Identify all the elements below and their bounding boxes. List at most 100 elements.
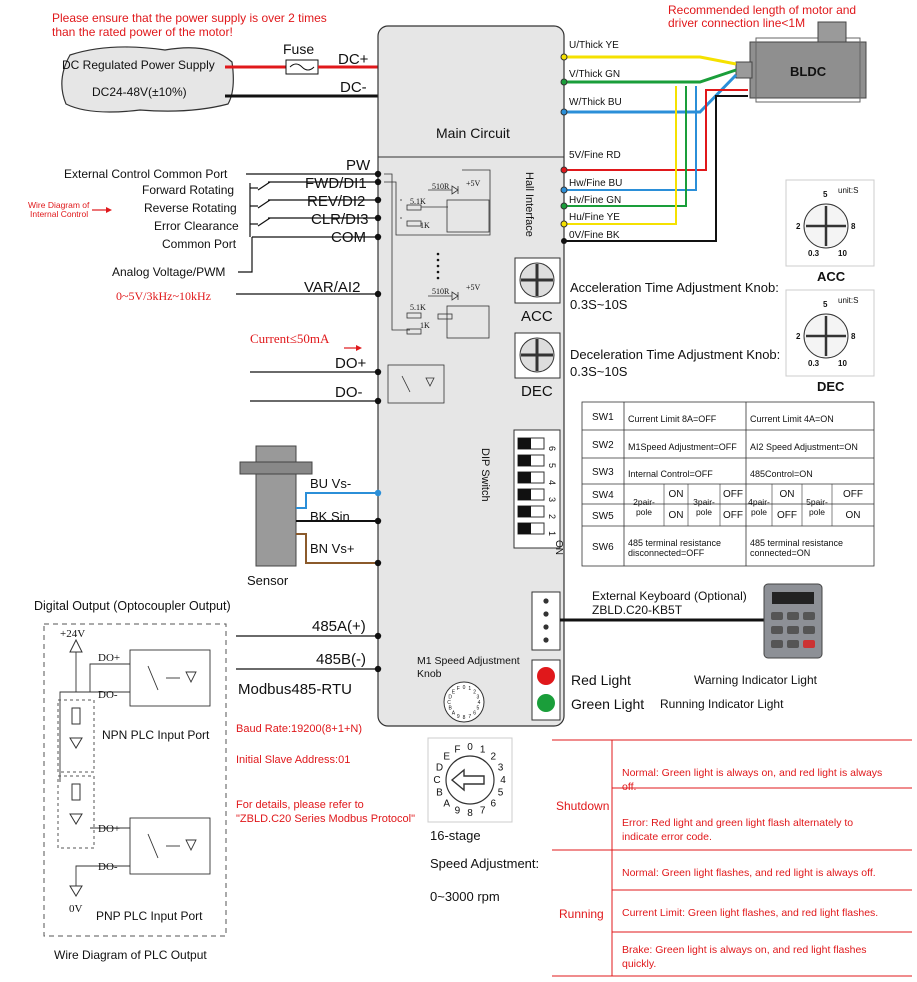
m1-knob-digit: 8: [463, 715, 466, 721]
m1-dial-digit: E: [443, 752, 450, 763]
acc-range: 0.3S~10S: [570, 297, 628, 312]
terminal-0v: [561, 238, 567, 244]
hall-wire-hw: [564, 86, 697, 191]
hall-wire-hu-label: Hu/Fine YE: [569, 212, 620, 223]
pin-485b: [374, 665, 382, 673]
analog-return-wire: [238, 237, 253, 273]
terminal-fwd-label: FWD/DI1: [305, 175, 367, 192]
sw-on-cell: ON: [780, 489, 795, 500]
do-opto-transistor: [401, 375, 411, 393]
motor-wire-v: [564, 68, 737, 84]
internal-dots: [436, 252, 440, 280]
dip-lever: [518, 489, 531, 500]
do-optocoupler: [387, 364, 445, 404]
m1-dial-digit: 0: [467, 742, 473, 753]
motor-wire-u: [564, 55, 737, 66]
dec-range: 0.3S~10S: [570, 364, 628, 379]
sensor-wire-bu: [296, 492, 378, 509]
m1-dial-digit: B: [436, 788, 443, 799]
dec-dial-mark-5: 5: [823, 300, 828, 309]
motor-label: BLDC: [790, 64, 827, 79]
plc-24v-label: +24V: [60, 628, 85, 640]
m1-dial-arrow-icon: [450, 768, 485, 792]
power-warning-line1: Please ensure that the power supply is o…: [52, 11, 327, 25]
motor-wire-u-label: U/Thick YE: [569, 40, 619, 51]
pin-bk: [374, 517, 382, 525]
slave-address: Initial Slave Address:01: [236, 754, 350, 766]
sensor-bk-label: BK Sin: [310, 509, 350, 524]
motor-note-line2: driver connection line<1M: [668, 16, 805, 30]
fuse-label: Fuse: [283, 41, 314, 57]
acc-knob-label: ACC: [521, 308, 553, 325]
dec-dial-mark-8: 8: [851, 332, 856, 341]
m1-speed-knob[interactable]: [443, 681, 485, 723]
sw-on-setting: Current Limit 4A=ON: [750, 414, 834, 424]
hall-wire-hw-label: Hw/Fine BU: [569, 178, 622, 189]
pin-pw: [374, 170, 382, 178]
internal-input-schematic: [384, 169, 491, 339]
m1-speed-range: 0~3000 rpm: [430, 889, 500, 904]
m1-speed-label: Speed Adjustment:: [430, 856, 539, 871]
plc-output-title: Digital Output (Optocoupler Output): [34, 599, 231, 613]
terminal-w: [560, 108, 568, 116]
pin-do-minus: [374, 397, 382, 405]
dec-dial-caption: DEC: [817, 379, 845, 394]
status-row-text: off.: [622, 781, 636, 793]
plc-do-plus-label-a: DO+: [98, 652, 120, 664]
switch-fwd-icon: [257, 181, 271, 191]
sw4-id: SW4: [592, 490, 614, 501]
dec-dial-mark-0-3: 0.3: [808, 359, 820, 368]
do-opto-led: [425, 377, 435, 387]
plc-0v-label: 0V: [69, 903, 83, 915]
acc-description: Acceleration Time Adjustment Knob:: [570, 280, 779, 295]
motor-flange: [755, 37, 861, 103]
keyboard-key: [803, 626, 815, 634]
pin-var: [374, 290, 382, 298]
dec-dial-unit: unit:S: [838, 296, 858, 305]
sensor-wire-bn: [296, 533, 378, 564]
warning-indicator-label: Warning Indicator Light: [694, 673, 818, 687]
current-arrowhead: [356, 345, 362, 351]
dip-lever: [518, 506, 531, 517]
resistor-5k1-b: 5.1K: [410, 303, 426, 312]
m1-knob-digit: 7: [468, 714, 471, 720]
terminal-u: [560, 53, 568, 61]
dip-number: 1: [547, 531, 557, 536]
motor-wire-w: [564, 73, 738, 114]
green-light-indicator: [537, 694, 555, 712]
rs485-b-label: 485B(-): [316, 651, 366, 668]
keyboard-key: [787, 626, 799, 634]
resistor-510r-a: 510R: [432, 182, 450, 191]
red-light-label: Red Light: [571, 672, 631, 688]
dec-knob-label: DEC: [521, 383, 553, 400]
green-light-label: Green Light: [571, 696, 644, 712]
dip-number: 6: [547, 446, 557, 451]
plc-0v-arrow-icon: [69, 885, 83, 897]
label-analog: Analog Voltage/PWM: [112, 265, 225, 279]
pin-rev: [374, 196, 382, 204]
sensor-nut: [239, 461, 313, 475]
status-row-text: Current Limit: Green light flashes, and …: [622, 907, 878, 919]
sw-on-setting: 485Control=ON: [750, 469, 813, 479]
modbus-protocol: Modbus485-RTU: [238, 681, 352, 698]
motor-hall-box: [817, 21, 847, 43]
m1-dial-digit: 4: [500, 775, 506, 786]
sw-on-cell: ON: [846, 510, 861, 521]
label-reverse: Reverse Rotating: [144, 201, 237, 215]
sw-pole-label: 5pair-: [806, 497, 828, 507]
keyboard-port-pin: [543, 611, 549, 617]
hall-wire-5v-label: 5V/Fine RD: [569, 150, 621, 161]
keyboard-key: [771, 612, 783, 620]
sw-on-cell: ON: [669, 489, 684, 500]
m1-dial-digit: 6: [491, 798, 497, 809]
keyboard-display: [772, 592, 814, 604]
terminal-var-label: VAR/AI2: [304, 279, 360, 296]
dip-number: 4: [547, 480, 557, 485]
sw-pole-label: pole: [809, 507, 825, 517]
terminal-hw: [560, 186, 568, 194]
